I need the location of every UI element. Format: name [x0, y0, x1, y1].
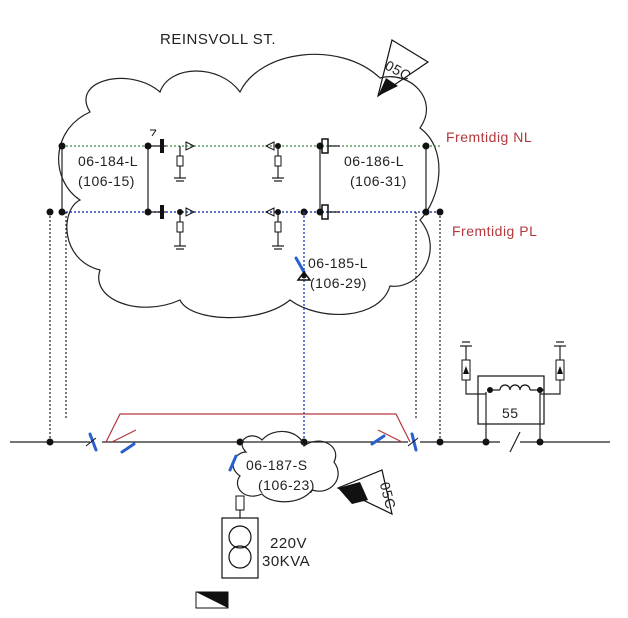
- switch-186: [264, 138, 340, 220]
- track-section-outline: [105, 413, 411, 443]
- switch-185-ref: (106-29): [310, 275, 367, 291]
- switch-187-cloud: [232, 430, 339, 503]
- station-area-cloud: [58, 53, 440, 319]
- booster-label: 55: [502, 405, 519, 421]
- main-contact-line: [10, 431, 610, 453]
- tag-bottom-05c: 05C: [336, 469, 399, 516]
- transformer: [221, 495, 259, 579]
- track-insulators: [85, 432, 419, 454]
- tag-top-05c: 05C: [377, 39, 430, 98]
- switch-187-id: 06-187-S: [246, 457, 308, 473]
- track-section-ends: [111, 429, 403, 443]
- transformer-voltage: 220V: [270, 535, 307, 552]
- tag-bottom-label: 05C: [377, 480, 399, 510]
- transformer-power: 30KVA: [262, 553, 310, 570]
- switch-186-id: 06-186-L: [344, 153, 404, 169]
- switch-186-ref: (106-31): [350, 173, 407, 189]
- switch-184-id: 06-184-L: [78, 153, 138, 169]
- label-future-nl: Fremtidig NL: [446, 129, 532, 145]
- legend-swatch: [195, 591, 229, 609]
- switch-185-id: 06-185-L: [308, 255, 368, 271]
- station-title: REINSVOLL ST.: [160, 31, 276, 48]
- switch-184-ref: (106-15): [78, 173, 135, 189]
- switch-187-blade: [228, 454, 238, 472]
- arresters: [174, 146, 284, 250]
- label-future-pl: Fremtidig PL: [452, 223, 537, 239]
- switch-185: [294, 212, 312, 440]
- booster-55: [460, 341, 566, 442]
- nodes-lines: [46, 142, 444, 216]
- switch-184: [148, 129, 196, 219]
- switch-187-ref: (106-23): [258, 477, 315, 493]
